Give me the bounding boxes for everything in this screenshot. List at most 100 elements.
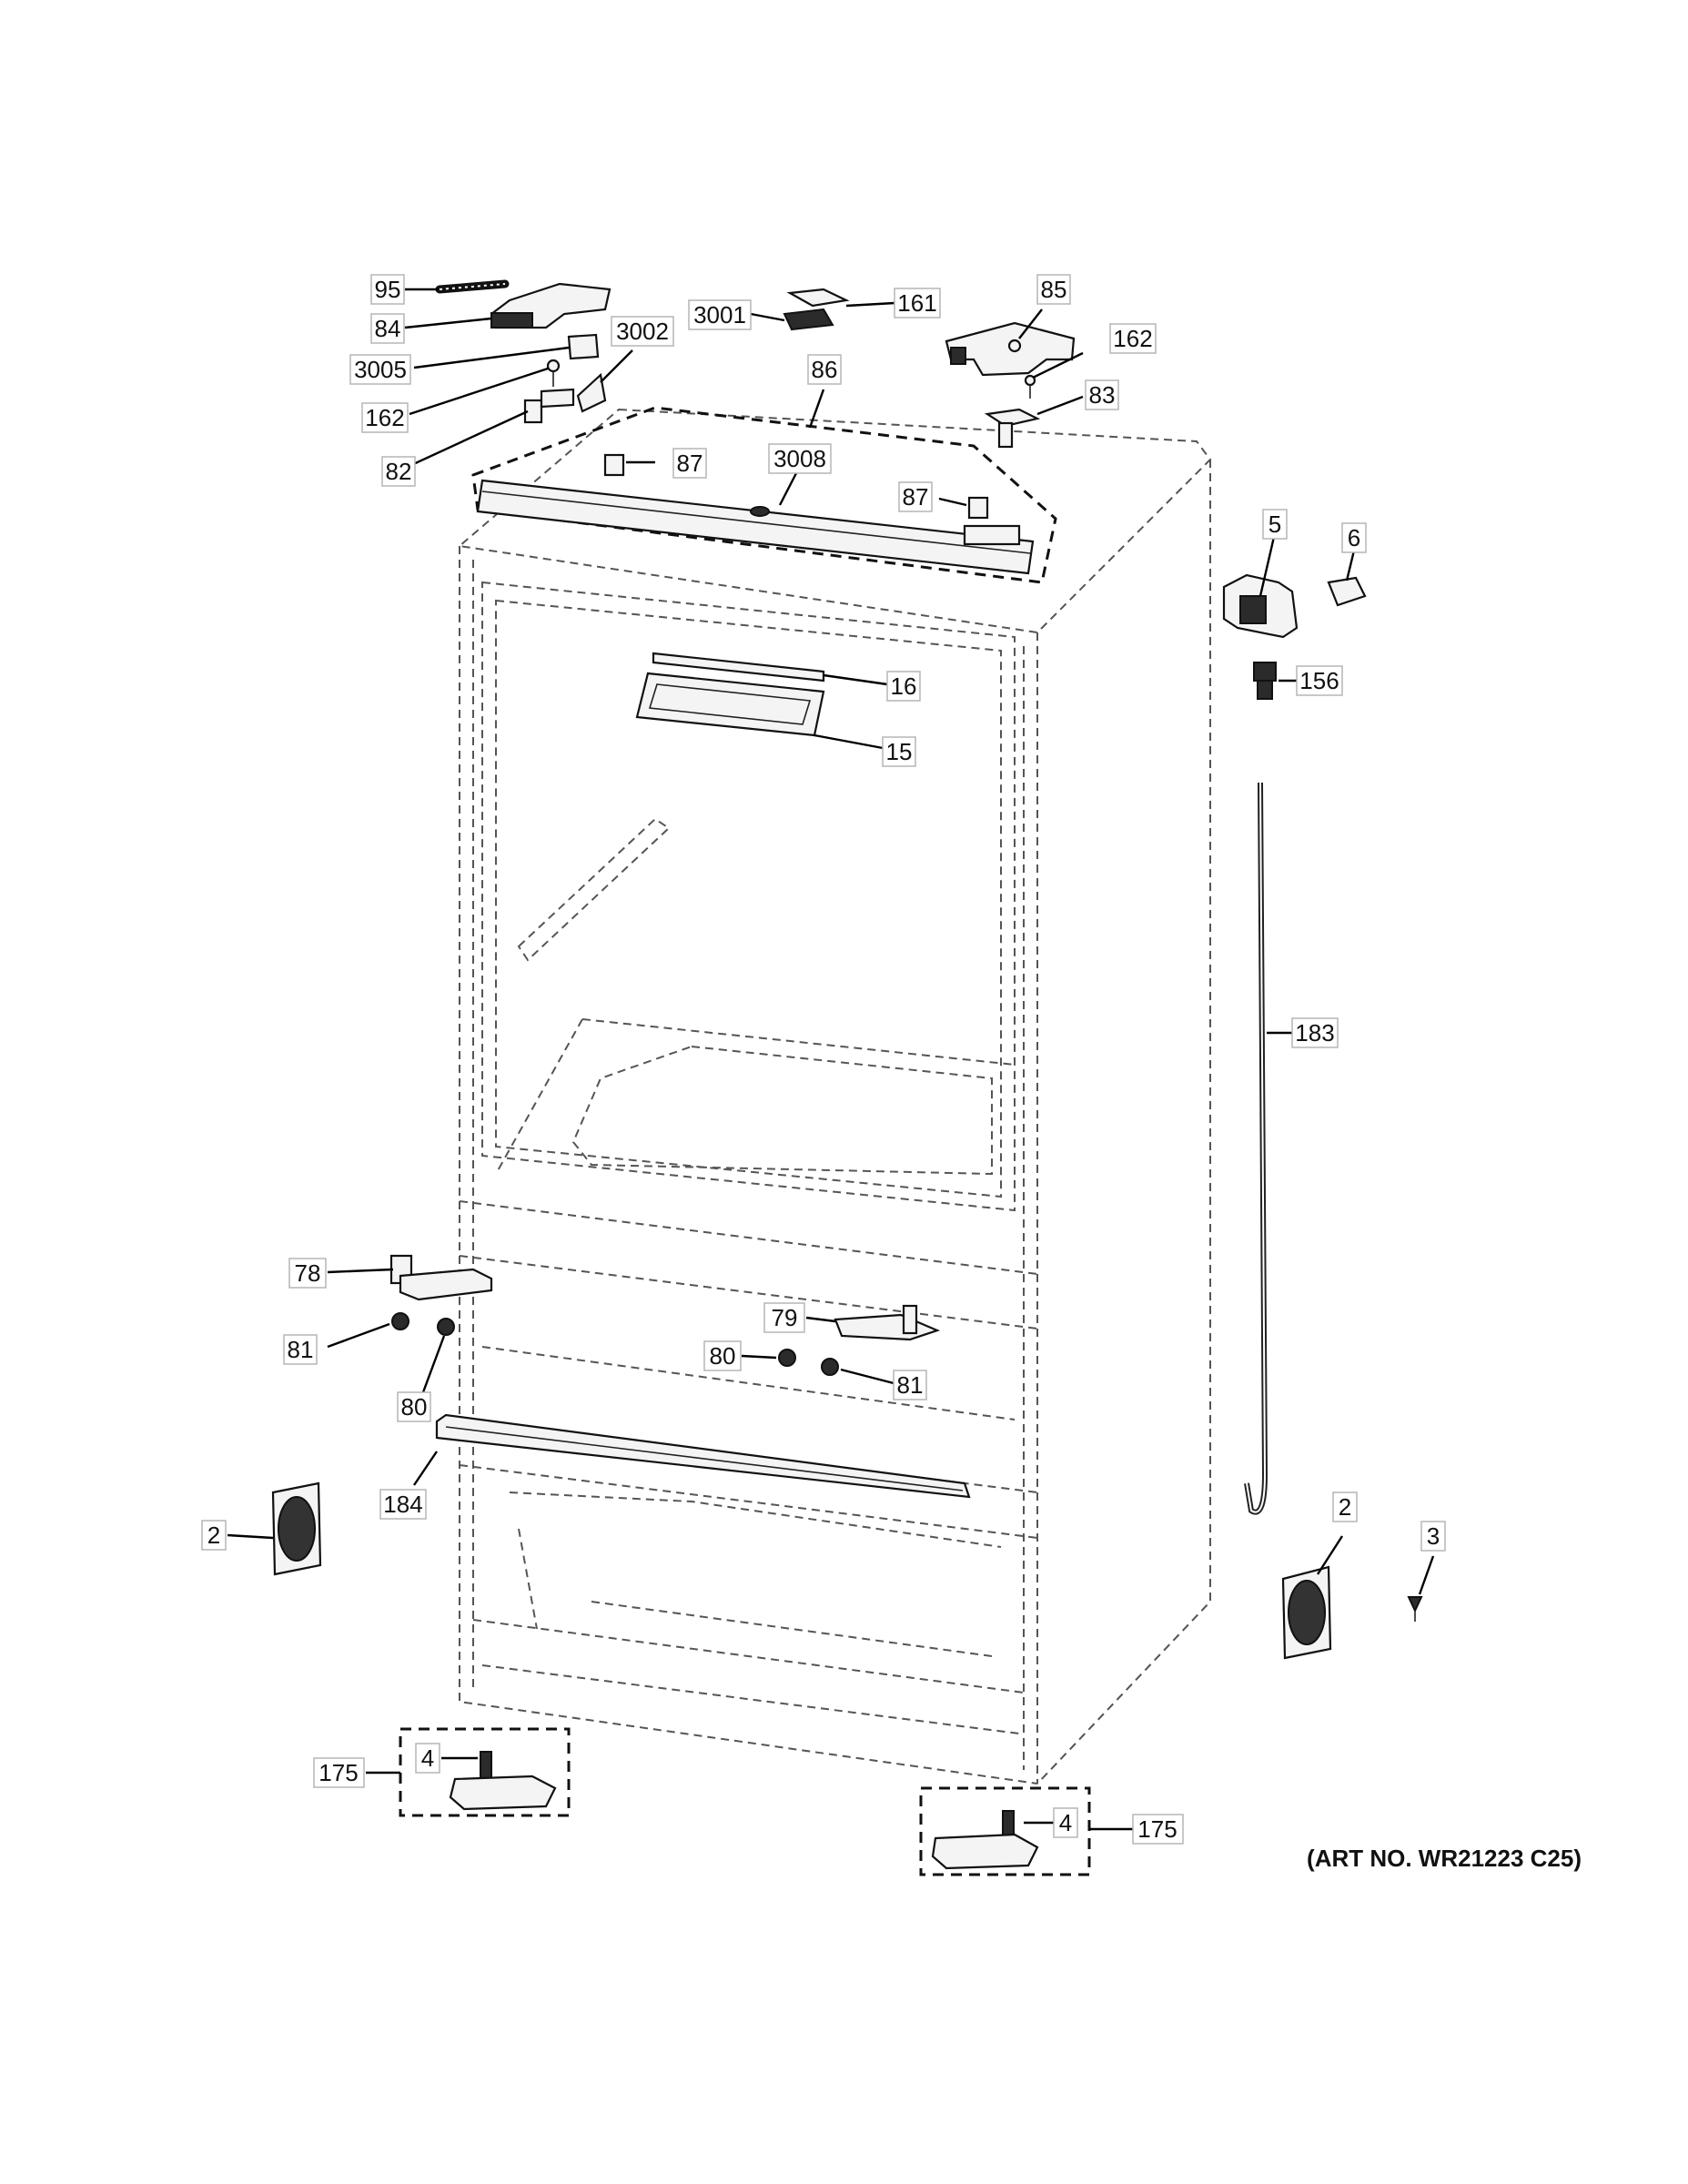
callout-161-text: 161 (897, 289, 936, 317)
callout-4-left-text: 4 (421, 1744, 434, 1772)
callout-81-right: 81 (893, 1370, 927, 1400)
callout-175-right-text: 175 (1137, 1815, 1177, 1843)
callout-85: 85 (1036, 274, 1071, 305)
callout-3005-text: 3005 (354, 356, 407, 383)
center-hinge-78 (389, 1254, 493, 1301)
callout-162-left: 162 (361, 402, 409, 433)
cover-3002 (576, 372, 607, 413)
callout-16: 16 (886, 671, 921, 702)
callout-6: 6 (1341, 522, 1367, 553)
callout-175-left: 175 (313, 1757, 365, 1788)
callout-15-text: 15 (886, 738, 913, 765)
callout-4-right-text: 4 (1059, 1809, 1072, 1836)
callout-183: 183 (1291, 1017, 1339, 1048)
display-15 (635, 672, 825, 737)
callout-162-right: 162 (1109, 323, 1157, 354)
screw-162-right (1024, 374, 1036, 399)
callout-2-left: 2 (201, 1520, 227, 1551)
top-hinge-right (945, 321, 1076, 377)
bracket-5 (1222, 573, 1299, 639)
callout-5-text: 5 (1269, 511, 1281, 538)
leveler-right (931, 1810, 1039, 1870)
fitting-156 (1253, 662, 1277, 700)
callout-79-text: 79 (772, 1304, 798, 1331)
callout-4-right: 4 (1053, 1807, 1078, 1838)
callout-3002-text: 3002 (616, 318, 669, 345)
grille-left (271, 1481, 322, 1576)
callout-184: 184 (379, 1489, 427, 1520)
bracket-3005 (567, 333, 600, 360)
control-board-161 (783, 288, 850, 331)
hinge-pin-82 (523, 388, 575, 424)
callout-84-text: 84 (375, 315, 401, 342)
hinge-pin-83 (984, 408, 1041, 449)
top-hinge-left (490, 282, 612, 329)
callout-3001: 3001 (688, 299, 752, 330)
callout-80-right: 80 (703, 1340, 742, 1371)
callout-95: 95 (370, 274, 405, 305)
callout-85-text: 85 (1041, 276, 1067, 303)
callout-184-text: 184 (383, 1491, 422, 1518)
callout-84: 84 (370, 313, 405, 344)
callout-156-text: 156 (1299, 667, 1339, 694)
callout-80-left-text: 80 (401, 1393, 428, 1421)
clip-6 (1327, 576, 1367, 607)
callout-6-text: 6 (1348, 524, 1360, 551)
callout-79: 79 (763, 1302, 805, 1333)
spring-95 (435, 279, 510, 294)
callout-86-text: 86 (812, 356, 838, 383)
strip-16 (652, 652, 825, 682)
callout-2-left-text: 2 (207, 1522, 220, 1549)
callout-87-right-text: 87 (903, 483, 929, 511)
callout-3001-text: 3001 (693, 301, 746, 329)
callout-87-left-text: 87 (677, 450, 703, 477)
callout-82: 82 (381, 456, 416, 487)
center-hinge-79 (834, 1304, 941, 1341)
callout-162-left-text: 162 (365, 404, 404, 431)
callout-83: 83 (1085, 379, 1119, 410)
callout-78: 78 (288, 1258, 327, 1289)
leveler-left (449, 1751, 557, 1811)
callout-2-right-text: 2 (1339, 1493, 1351, 1521)
callout-4-left: 4 (415, 1743, 440, 1774)
callout-5: 5 (1262, 509, 1288, 540)
grille-right (1281, 1565, 1332, 1660)
callout-86: 86 (807, 354, 842, 385)
switch-right (967, 496, 989, 520)
callout-156: 156 (1296, 665, 1343, 696)
callout-80-right-text: 80 (710, 1342, 736, 1370)
callout-87-right: 87 (898, 481, 933, 512)
screw-3 (1407, 1596, 1423, 1622)
callout-3008: 3008 (768, 443, 832, 474)
callout-83-text: 83 (1089, 381, 1116, 409)
callout-2-right: 2 (1332, 1491, 1358, 1522)
callout-81-left: 81 (283, 1334, 318, 1365)
callout-81-right-text: 81 (897, 1371, 924, 1399)
rail-184 (435, 1413, 971, 1499)
callout-16-text: 16 (891, 672, 917, 700)
callout-175-left-text: 175 (318, 1759, 358, 1786)
callout-95-text: 95 (375, 276, 401, 303)
screw-162-left (546, 359, 561, 387)
callout-87-left: 87 (672, 448, 707, 479)
switch-left (603, 453, 625, 477)
callout-175-right: 175 (1132, 1814, 1184, 1845)
art-number: (ART NO. WR21223 C25) (1307, 1845, 1582, 1872)
top-cover-bar (476, 479, 1035, 575)
callout-3008-text: 3008 (773, 445, 826, 472)
callout-80-left: 80 (397, 1391, 431, 1422)
callout-3002: 3002 (611, 316, 674, 347)
screw-80-right (778, 1349, 796, 1367)
callout-3: 3 (1420, 1521, 1446, 1552)
callout-3-text: 3 (1427, 1522, 1440, 1550)
callout-81-left-text: 81 (288, 1336, 314, 1363)
screw-80-left (437, 1318, 455, 1336)
screw-81-right (821, 1358, 839, 1376)
cabinet-outline (457, 408, 1212, 1785)
callout-82-text: 82 (386, 458, 412, 485)
callout-78-text: 78 (295, 1259, 321, 1287)
screw-81-left (391, 1312, 409, 1330)
leader-lines (227, 288, 1435, 1831)
callout-15: 15 (882, 736, 916, 767)
